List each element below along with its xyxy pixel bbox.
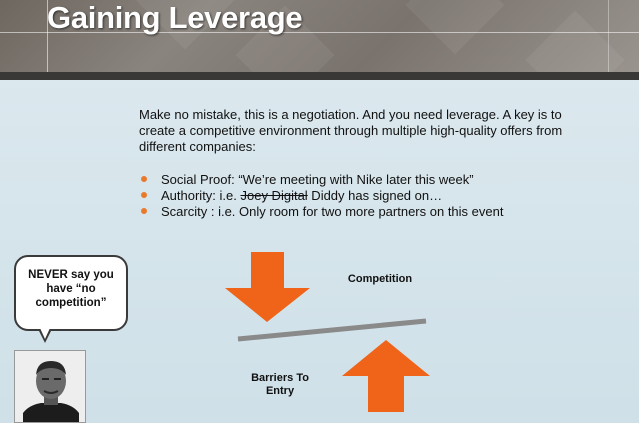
speech-bubble-tail [40,328,50,339]
bullet-dot-icon [141,176,147,182]
bullet-text: Social Proof: “We’re meeting with Nike l… [161,172,474,187]
barriers-label: Barriers To Entry [240,372,320,398]
bullet-social-proof: Social Proof: “We’re meeting with Nike l… [139,172,503,188]
callout-line: NEVER say you [28,269,114,281]
barriers-label-line: Entry [265,385,295,397]
header-rule [47,0,48,72]
bullet-dot-icon [141,208,147,214]
callout-line: competition” [35,297,107,309]
slide-header: Gaining Leverage [0,0,639,72]
slide-title: Gaining Leverage [47,0,303,35]
barriers-label-line: Barriers To [251,372,309,384]
bullet-scarcity: Scarcity : i.e. Only room for two more p… [139,204,503,220]
presenter-photo [14,350,86,423]
bullet-list: Social Proof: “We’re meeting with Nike l… [139,172,503,220]
person-portrait-icon [15,351,85,422]
struck-text: Joey Digital [240,188,308,203]
bullet-text: Authority: i.e. [161,188,241,203]
bullet-text: Scarcity : i.e. Only room for two more p… [161,204,504,219]
bullet-authority: Authority: i.e. Joey Digital Diddy has s… [139,188,503,204]
lever-bar [237,318,427,342]
competition-label: Competition [347,273,413,285]
intro-paragraph: Make no mistake, this is a negotiation. … [139,107,563,154]
speech-bubble [14,255,128,331]
callout-text: NEVER say you have “no competition” [16,268,126,310]
bullet-text: Diddy has signed on… [307,188,443,203]
header-rule [0,32,639,33]
bullet-dot-icon [141,192,147,198]
arrow-down-icon [225,252,310,322]
callout-line: have “no [46,283,96,295]
slide-body [0,80,639,423]
arrow-up-icon [342,340,430,412]
header-rule [608,0,609,72]
header-band [0,72,639,80]
